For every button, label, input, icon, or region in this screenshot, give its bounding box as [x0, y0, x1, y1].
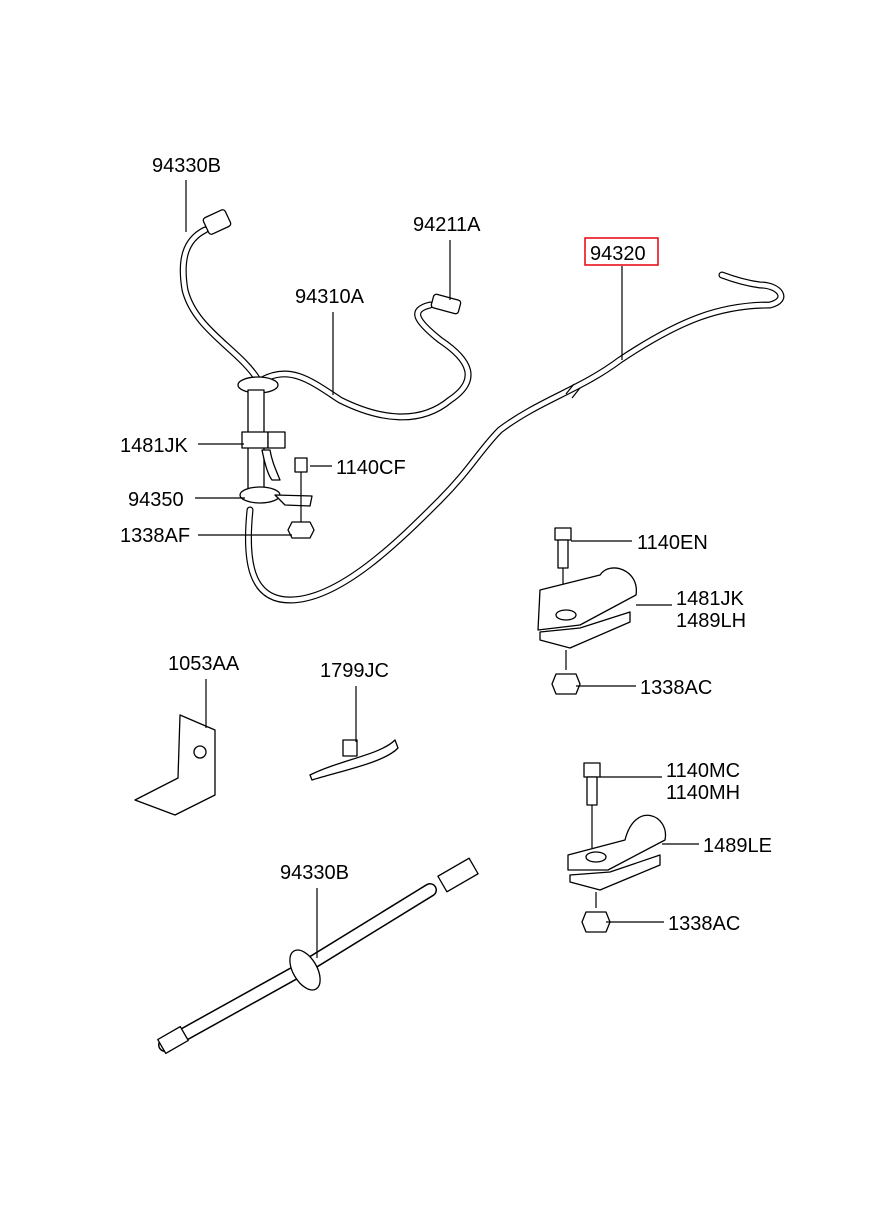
label-1140mh[interactable]: 1140MH — [666, 782, 740, 804]
connector-icon — [202, 209, 232, 235]
label-1799jc[interactable]: 1799JC — [320, 660, 389, 682]
label-1140mc[interactable]: 1140MC — [666, 760, 740, 782]
cable-94320[interactable] — [244, 271, 785, 604]
label-1338af[interactable]: 1338AF — [120, 525, 190, 547]
label-1338ac-2[interactable]: 1338AC — [668, 913, 740, 935]
label-94330b-top[interactable]: 94330B — [152, 155, 221, 177]
label-94320[interactable]: 94320 — [590, 243, 646, 265]
label-1489le[interactable]: 1489LE — [703, 835, 772, 857]
label-1140en[interactable]: 1140EN — [637, 532, 708, 554]
bolt-1140cf-icon — [294, 457, 308, 473]
label-1481jk-right[interactable]: 1481JK — [676, 588, 744, 610]
sensor-94211a-icon — [430, 293, 462, 315]
cable-tie-1799jc-icon — [309, 739, 399, 781]
label-1481jk-left[interactable]: 1481JK — [120, 435, 188, 457]
cable-94330b-bottom[interactable] — [157, 857, 479, 1055]
bracket-1053aa-icon — [134, 714, 216, 816]
grommet-assembly — [237, 376, 315, 539]
nut-1338af-icon — [287, 521, 315, 539]
label-1338ac-1[interactable]: 1338AC — [640, 677, 712, 699]
label-1489lh[interactable]: 1489LH — [676, 610, 746, 632]
cable-94330b-top[interactable] — [179, 209, 262, 384]
clamp-assembly-1 — [537, 527, 637, 695]
cable-94310a[interactable] — [258, 293, 472, 421]
label-94310a[interactable]: 94310A — [295, 286, 365, 308]
label-94211a[interactable]: 94211A — [413, 214, 481, 236]
label-1140cf[interactable]: 1140CF — [336, 457, 406, 479]
label-1053aa[interactable]: 1053AA — [168, 653, 240, 675]
label-94330b-bottom[interactable]: 94330B — [280, 862, 349, 884]
label-94350[interactable]: 94350 — [128, 489, 184, 511]
clamp-assembly-2 — [567, 762, 667, 933]
nut-1338ac-icon — [551, 673, 581, 695]
leader-lines — [185, 180, 699, 958]
highlight-box — [584, 237, 659, 266]
